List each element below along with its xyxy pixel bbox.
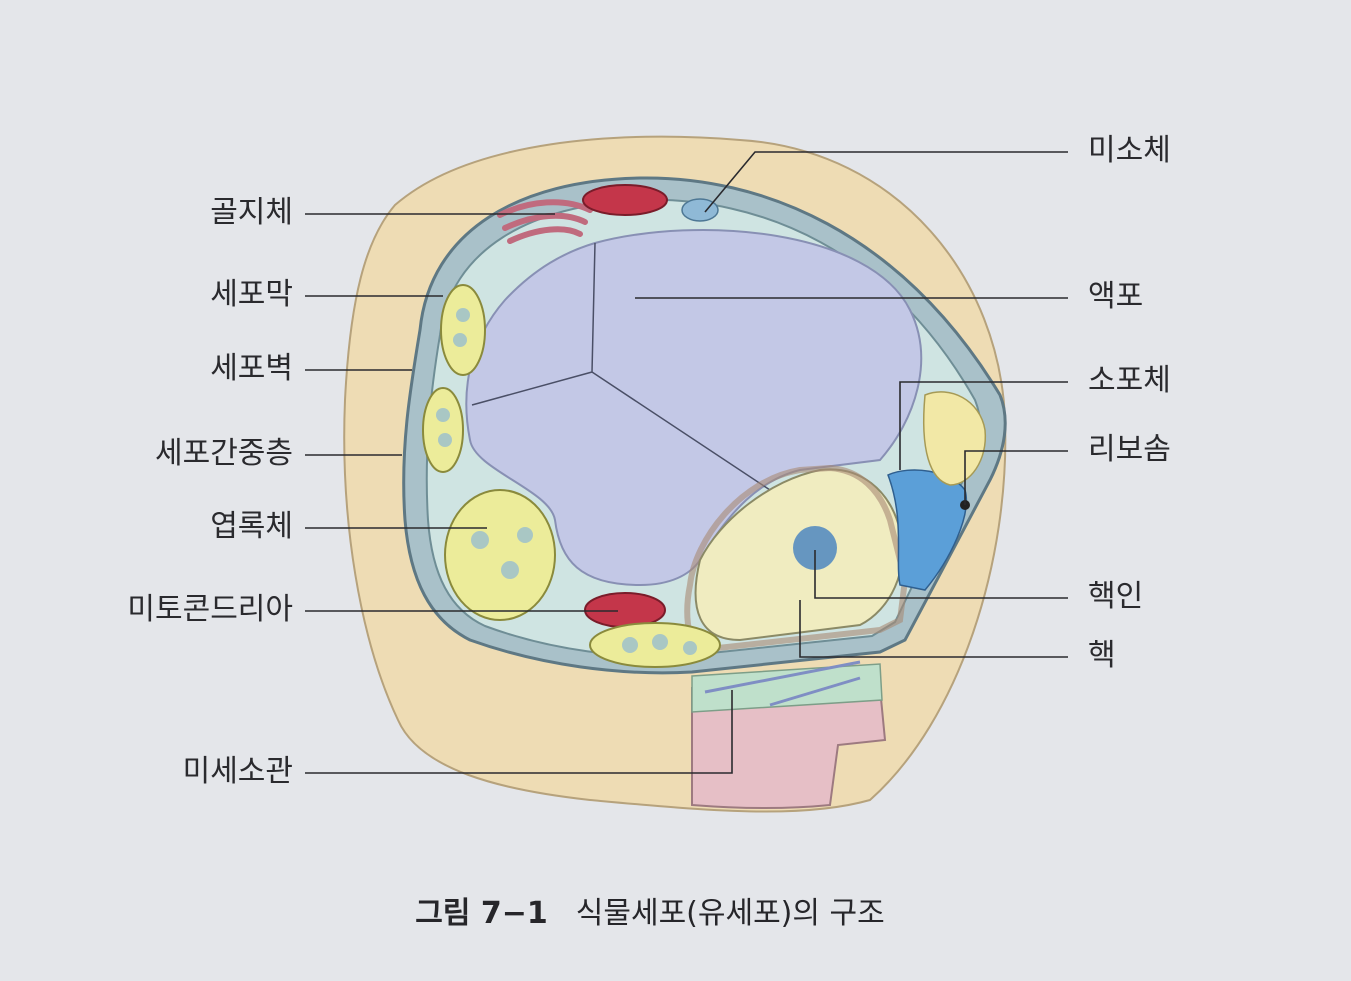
cut-face-pink	[691, 687, 887, 810]
label-nucleus: 핵	[1088, 638, 1116, 673]
label-middle-lamella: 세포간중층	[155, 436, 293, 471]
golgi-shape	[497, 199, 593, 244]
mitochondrion-top	[582, 184, 668, 216]
label-microtubule: 미세소관	[182, 754, 293, 789]
leader-lines-left	[305, 213, 733, 774]
label-nucleolus: 핵인	[1088, 579, 1144, 614]
label-ribosome: 리보솜	[1088, 432, 1171, 467]
label-microbody: 미소체	[1088, 133, 1171, 168]
leader-lines-right	[635, 151, 1068, 658]
nucleolus-shape	[793, 526, 837, 570]
label-cell-wall: 세포벽	[210, 351, 293, 386]
microbody-shape	[681, 198, 719, 222]
lipid-body	[922, 391, 986, 486]
label-chloroplast: 엽록체	[210, 509, 293, 544]
label-golgi: 골지체	[210, 195, 293, 230]
chloroplast-grana	[436, 308, 697, 655]
cut-face-green	[691, 663, 883, 713]
figure-number: 그림 7−1	[415, 896, 548, 931]
label-vacuole: 액포	[1088, 279, 1144, 314]
label-cell-membrane: 세포막	[210, 277, 293, 312]
vacuole-cut-edge	[471, 242, 771, 491]
figure-title: 식물세포(유세포)의 구조	[575, 896, 885, 931]
microtubules	[704, 660, 861, 707]
mitochondrion-bottom	[584, 592, 666, 628]
figure-caption: 그림 7−1 식물세포(유세포)의 구조	[0, 888, 1300, 932]
label-er: 소포체	[1088, 363, 1171, 398]
label-mitochondria: 미토콘드리아	[127, 592, 293, 627]
